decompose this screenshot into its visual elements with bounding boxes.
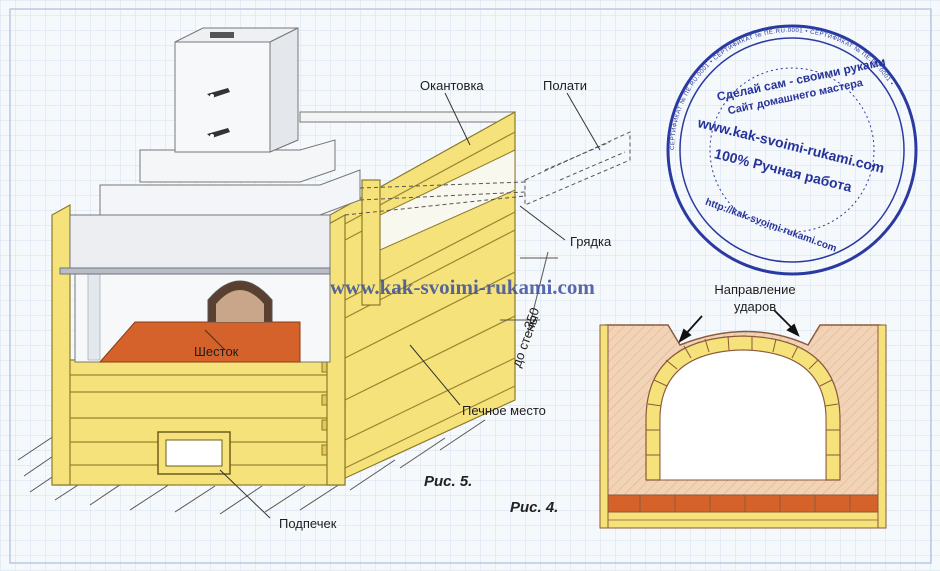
label-dimension: 350 <box>521 306 543 332</box>
hearth-floor <box>98 321 301 363</box>
figure-caption-4: Рис. 4. <box>510 499 558 516</box>
label-okantovka: Окантовка <box>420 78 484 93</box>
label-podpechek: Подпечек <box>279 516 337 531</box>
metal-bar <box>59 267 331 275</box>
label-napravlenie-2: ударов <box>734 299 776 314</box>
label-gryadka: Грядка <box>570 234 612 249</box>
dimension-350 <box>500 251 558 333</box>
polati-dashed <box>359 131 631 206</box>
leader-lines <box>204 92 601 519</box>
label-pechnoe-mesto: Печное место <box>462 403 546 418</box>
label-shestok: Шесток <box>194 344 239 359</box>
figure-caption-5: Рис. 5. <box>424 473 472 490</box>
arch-diagram <box>599 309 887 529</box>
label-napravlenie-1: Направление <box>714 282 795 297</box>
impact-arrows <box>678 309 800 344</box>
drawing-frame <box>9 8 932 564</box>
label-polati: Полати <box>543 78 587 93</box>
site-watermark: www.kak-svoimi-rukami.com <box>330 275 595 299</box>
stove-drawing <box>17 27 631 515</box>
